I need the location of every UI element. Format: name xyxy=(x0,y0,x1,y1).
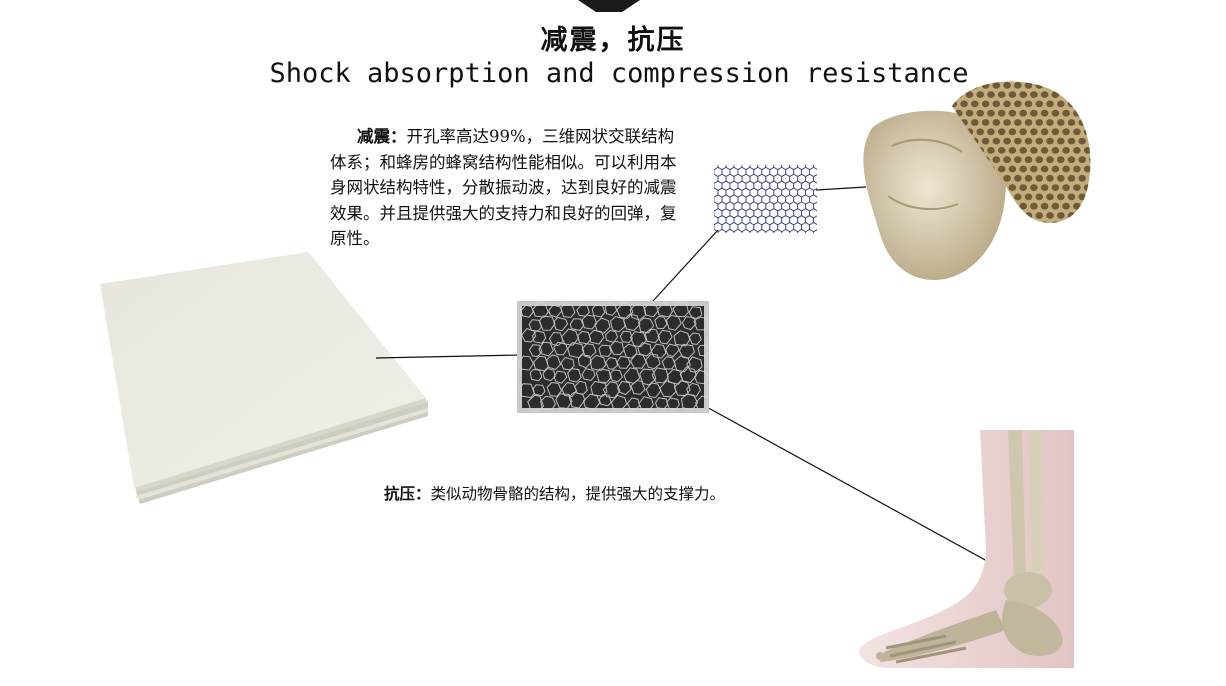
top-tab-shape xyxy=(578,0,640,12)
foam-sheet-image xyxy=(100,252,428,504)
shock-absorption-label: 减震： xyxy=(357,127,407,146)
foot-skeleton-image xyxy=(859,430,1074,668)
compression-label: 抗压： xyxy=(384,484,431,503)
compression-text: 类似动物骨骼的结构，提供强大的支撑力。 xyxy=(430,485,726,503)
honeycomb-image xyxy=(863,81,1091,280)
shock-absorption-paragraph: 减震：开孔率高达99%，三维网状交联结构体系；和蜂房的蜂窝结构性能相似。可以利用… xyxy=(330,124,682,252)
page-title-english: Shock absorption and compression resista… xyxy=(269,58,969,89)
micro-structure-image xyxy=(517,301,709,413)
hexagon-pattern-icon xyxy=(714,165,817,233)
page-title-chinese: 减震，抗压 xyxy=(540,25,686,56)
compression-paragraph: 抗压：类似动物骨骼的结构，提供强大的支撑力。 xyxy=(384,482,804,506)
shock-absorption-text: 开孔率高达99%，三维网状交联结构体系；和蜂房的蜂窝结构性能相似。可以利用本身网… xyxy=(330,127,677,248)
